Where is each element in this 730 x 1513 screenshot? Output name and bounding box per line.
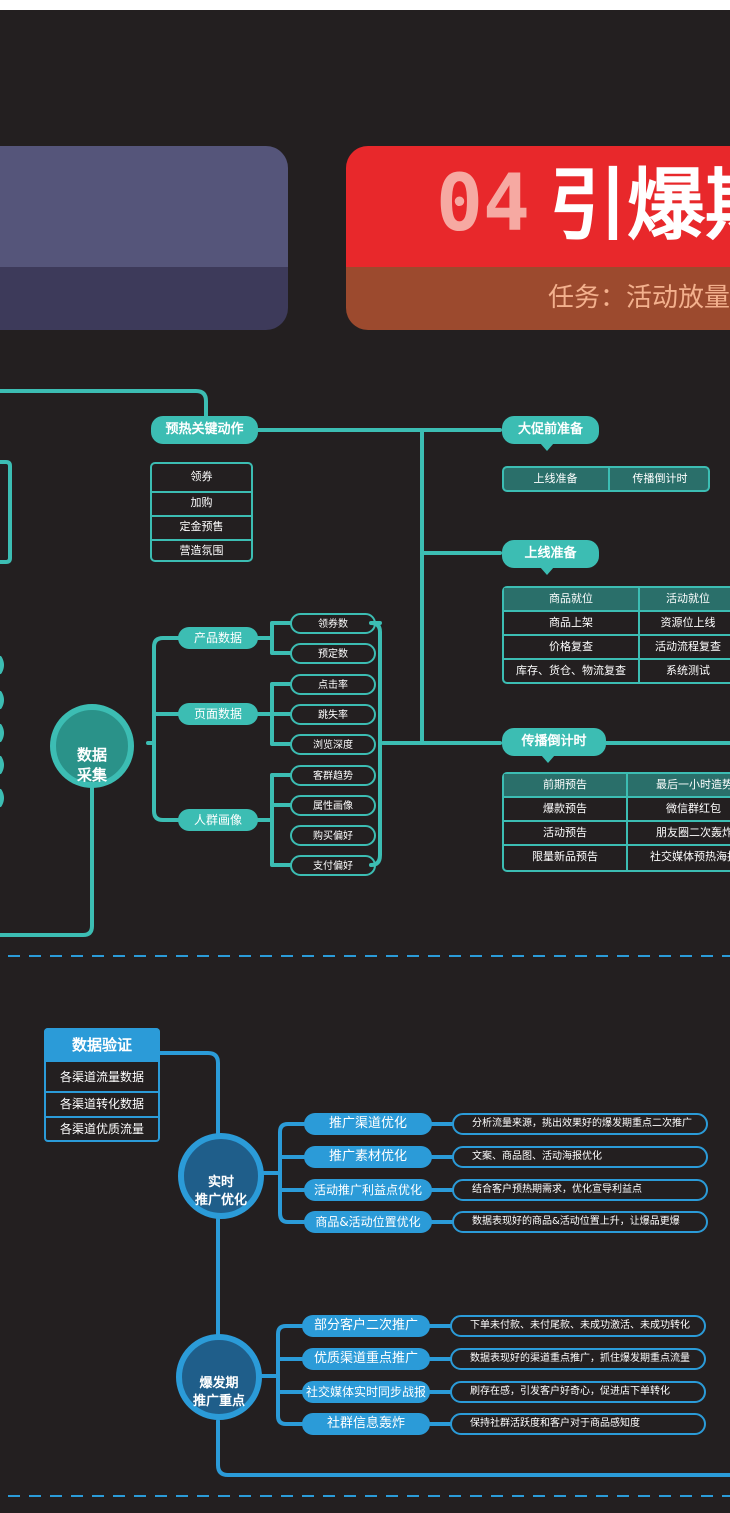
- realtime-item-desc: 文案、商品图、活动海报优化: [452, 1146, 708, 1168]
- online-prep-cell: 商品就位: [549, 592, 593, 605]
- pre-promo-cell: 上线准备: [533, 472, 578, 485]
- pre-promo-cell: 传播倒计时: [608, 468, 710, 490]
- realtime-optimization-node: 实时 推广优化: [178, 1133, 264, 1219]
- burst-item-desc: 保持社群活跃度和客户对于商品感知度: [450, 1413, 706, 1435]
- burst-item-desc: 数据表现好的渠道重点推广，抓住爆发期重点流量: [450, 1348, 706, 1370]
- countdown-cell: 最后一小时造势: [656, 778, 730, 791]
- countdown-title: 传播倒计时: [502, 728, 606, 756]
- preheat-item: 领券: [190, 470, 213, 483]
- group-label: 人群画像: [193, 813, 242, 827]
- pre-promo-title-text: 大促前准备: [517, 422, 583, 437]
- pre-promo-title-pointer: [540, 443, 554, 451]
- countdown-cell: 社交媒体预热海报: [650, 850, 730, 863]
- preheat-title: 预热关键动作: [151, 416, 258, 444]
- stage-number: 04: [436, 159, 530, 249]
- realtime-item-desc: 结合客户预热期需求，优化宣导利益点: [452, 1179, 708, 1201]
- connector-preheat: [0, 389, 208, 420]
- burst-item-label: 社交媒体实时同步战报: [302, 1381, 430, 1403]
- data-collection-title: 数据 采集: [76, 746, 107, 784]
- preheat-item: 定金预售: [152, 515, 251, 537]
- leaf-payment-preference: 支付偏好: [290, 855, 376, 876]
- realtime-item-desc: 分析流量来源，挑出效果好的爆发期重点二次推广: [452, 1113, 708, 1135]
- burst-promotion-node: 爆发期 推广重点: [176, 1334, 262, 1420]
- leaf-bounce-rate: 跳失率: [290, 704, 376, 725]
- data-collection-node: 数据 采集: [50, 704, 134, 788]
- online-prep-title: 上线准备: [502, 540, 599, 568]
- online-prep-cell: 活动就位: [666, 592, 710, 605]
- leaf-audience-trend: 客群趋势: [290, 765, 376, 786]
- verification-panel: 数据验证 各渠道流量数据 各渠道转化数据 各渠道优质流量: [44, 1028, 160, 1142]
- burst-title: 爆发期 推广重点: [192, 1376, 245, 1409]
- leaf-reservation-count: 预定数: [290, 643, 376, 664]
- burst-item-label: 部分客户二次推广: [302, 1315, 430, 1337]
- burst-item-desc: 下单未付款、未付尾款、未成功激活、未成功转化: [450, 1315, 706, 1337]
- leaf-coupon-count: 领券数: [290, 613, 376, 634]
- countdown-table: 前期预告 最后一小时造势 爆款预告 微信群红包 活动预告 朋友圈二次轰炸 限量新…: [502, 772, 730, 872]
- realtime-title: 实时 推广优化: [194, 1175, 247, 1208]
- preheat-item: 营造氛围: [152, 539, 251, 561]
- realtime-item-desc: 数据表现好的商品&活动位置上升，让爆品更爆: [452, 1211, 708, 1233]
- countdown-cell: 活动预告: [543, 826, 587, 839]
- realtime-item-label: 活动推广利益点优化: [304, 1179, 432, 1201]
- countdown-cell: 微信群红包: [666, 802, 721, 815]
- connector-lines: [0, 389, 730, 1497]
- preheat-title-text: 预热关键动作: [165, 422, 244, 437]
- leaf-click-rate: 点击率: [290, 674, 376, 695]
- online-prep-cell: 库存、货仓、物流复查: [516, 664, 626, 677]
- online-prep-cell: 系统测试: [666, 664, 710, 677]
- countdown-cell: 爆款预告: [543, 802, 587, 815]
- verification-title: 数据验证: [44, 1028, 160, 1062]
- countdown-title-pointer: [541, 755, 555, 763]
- online-prep-cell: 价格复查: [549, 640, 593, 653]
- burst-item-label: 社群信息轰炸: [302, 1413, 430, 1435]
- stage-title: 引爆期: [549, 161, 730, 251]
- leaf-attribute-profile: 属性画像: [290, 795, 376, 816]
- realtime-item-label: 推广素材优化: [304, 1146, 432, 1168]
- group-product-data: 产品数据: [178, 627, 258, 649]
- header-stage-panel: 04 引爆期 任务：活动放量: [346, 146, 730, 330]
- burst-item-desc: 刷存在感，引发客户好奇心，促进店下单转化: [450, 1381, 706, 1403]
- leaf-browse-depth: 浏览深度: [290, 734, 376, 755]
- online-prep-title-text: 上线准备: [524, 546, 577, 561]
- group-audience-profile: 人群画像: [178, 809, 258, 831]
- online-prep-table: 商品就位 活动就位 商品上架 资源位上线 价格复查 活动流程复查 库存、货仓、物…: [502, 586, 730, 684]
- realtime-item-label: 推广渠道优化: [304, 1113, 432, 1135]
- stage-subtitle: 任务：活动放量: [548, 283, 730, 313]
- realtime-item-label: 商品&活动位置优化: [304, 1211, 432, 1233]
- online-prep-cell: 商品上架: [549, 616, 593, 629]
- online-prep-cell: 活动流程复查: [655, 640, 721, 653]
- countdown-cell: 前期预告: [543, 778, 587, 791]
- diagram-canvas: 04 引爆期 任务：活动放量 预热关键动作 领券 加购 定金预售 营造氛围 数据…: [0, 10, 730, 1513]
- group-label: 产品数据: [193, 631, 242, 645]
- leaf-purchase-preference: 购买偏好: [290, 825, 376, 846]
- verification-item: 各渠道流量数据: [59, 1070, 144, 1084]
- preheat-item: 加购: [152, 491, 251, 513]
- pre-promo-title: 大促前准备: [502, 416, 599, 444]
- countdown-title-text: 传播倒计时: [521, 734, 587, 749]
- online-prep-cell: 资源位上线: [660, 616, 716, 629]
- verification-item: 各渠道转化数据: [46, 1091, 158, 1116]
- burst-item-label: 优质渠道重点推广: [302, 1348, 430, 1370]
- preheat-list: 领券 加购 定金预售 营造氛围: [150, 462, 253, 562]
- countdown-cell: 朋友圈二次轰炸: [656, 826, 730, 839]
- group-page-data: 页面数据: [178, 703, 258, 725]
- online-prep-title-pointer: [540, 567, 554, 575]
- header-left-panel: [0, 146, 288, 330]
- verification-item: 各渠道优质流量: [46, 1116, 158, 1141]
- group-label: 页面数据: [193, 707, 242, 721]
- pre-promo-cells: 上线准备 传播倒计时: [502, 466, 710, 492]
- countdown-cell: 限量新品预告: [532, 850, 598, 863]
